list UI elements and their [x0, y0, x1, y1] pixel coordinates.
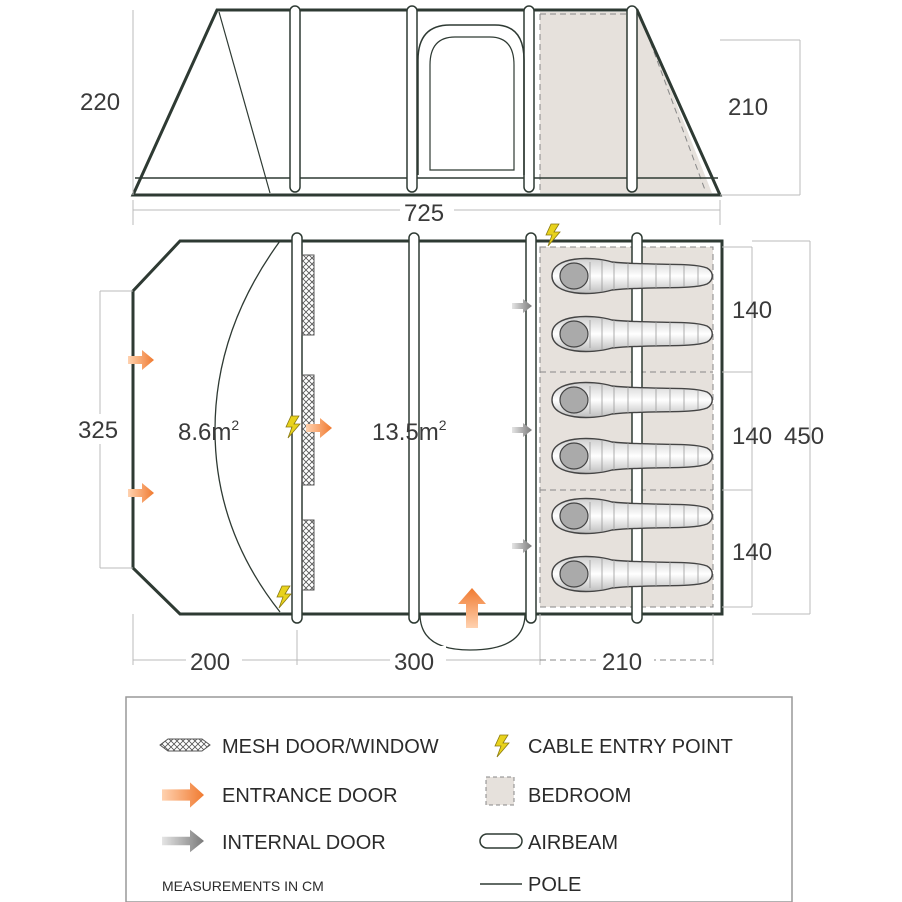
living-area-sup: 2	[439, 417, 447, 433]
porch-length-label: 200	[190, 649, 230, 676]
height-right-label: 210	[728, 94, 768, 121]
mesh-window-3	[301, 519, 315, 591]
legend-units-label: MEASUREMENTS IN CM	[162, 878, 324, 894]
length-dimension: 725	[132, 198, 721, 227]
bedroom-icon	[485, 776, 515, 806]
cable-entry-3	[276, 585, 292, 609]
side-elevation: 220 210	[80, 5, 801, 197]
mesh-window-1	[301, 254, 315, 336]
mesh-icon	[159, 738, 211, 752]
svg-text:13.5m2: 13.5m2	[372, 417, 447, 446]
length-label: 725	[404, 200, 444, 227]
svg-text:8.6m2: 8.6m2	[178, 417, 239, 446]
porch-area-sup: 2	[231, 417, 239, 433]
legend-entrance-label: ENTRANCE DOOR	[222, 785, 398, 807]
legend-mesh-label: MESH DOOR/WINDOW	[222, 736, 439, 758]
bay-2-label: 140	[732, 423, 772, 450]
floor-plan: 8.6m2 13.5m2 325 140 140 140 450 200 30	[76, 223, 824, 676]
width-label: 325	[78, 417, 118, 444]
legend-bedroom-label: BEDROOM	[528, 785, 631, 807]
legend-pole-label: POLE	[528, 874, 581, 896]
cable-entry-icon	[494, 734, 510, 758]
height-left-label: 220	[80, 89, 120, 116]
entrance-arrow-4	[458, 588, 486, 628]
entrance-arrow-icon	[162, 782, 204, 808]
depth-label: 450	[784, 423, 824, 450]
living-length-label: 300	[394, 649, 434, 676]
internal-arrow-icon	[162, 829, 204, 853]
legend-internal-label: INTERNAL DOOR	[222, 832, 386, 854]
airbeam-icon	[479, 833, 523, 849]
living-area-label: 13.5m	[372, 419, 439, 446]
porch-area-label: 8.6m	[178, 419, 231, 446]
bay-1-label: 140	[732, 297, 772, 324]
bay-3-label: 140	[732, 539, 772, 566]
bedroom-area	[539, 246, 714, 608]
legend-cable-label: CABLE ENTRY POINT	[528, 736, 733, 758]
cable-entry-1	[545, 223, 561, 247]
legend: MESH DOOR/WINDOW ENTRANCE DOOR INTERNAL …	[125, 696, 793, 902]
legend-airbeam-label: AIRBEAM	[528, 832, 618, 854]
bedroom-length-label: 210	[602, 649, 642, 676]
